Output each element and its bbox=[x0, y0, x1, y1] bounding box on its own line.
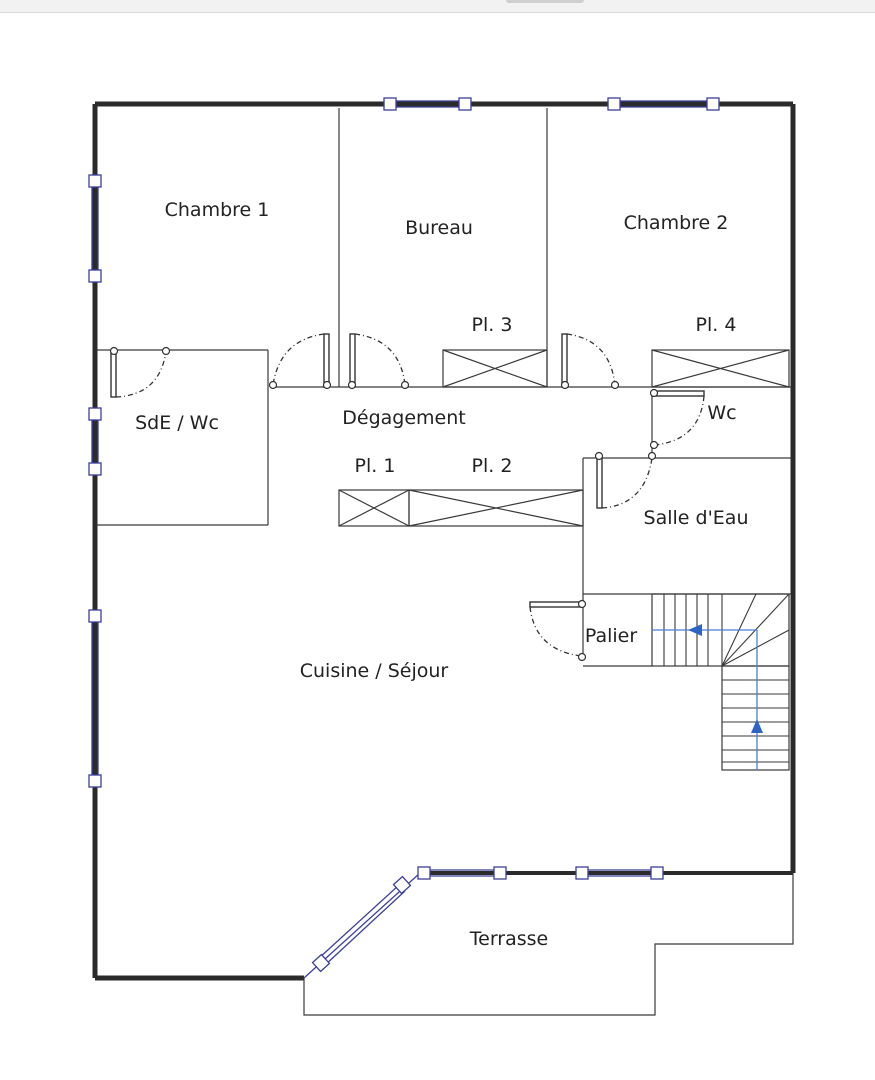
terrace-outline bbox=[303, 873, 794, 1016]
closet-pl1 bbox=[338, 489, 410, 527]
label-terrasse: Terrasse bbox=[469, 928, 549, 950]
closet-pl2 bbox=[408, 489, 584, 527]
closet-pl1-cross-b bbox=[338, 489, 410, 527]
door-chambre2 bbox=[560, 333, 620, 390]
window-west-sde bbox=[88, 407, 102, 476]
window-diagonal-sejour bbox=[303, 872, 421, 979]
label-wc: Wc bbox=[707, 402, 736, 424]
label-pl3: Pl. 3 bbox=[472, 314, 513, 336]
closet-pl4 bbox=[651, 349, 790, 388]
closet-pl3-box bbox=[442, 349, 548, 388]
closet-pl2-cross-b bbox=[408, 489, 584, 527]
stair-arrow-up-icon bbox=[751, 719, 763, 733]
label-pl2: Pl. 2 bbox=[472, 455, 513, 477]
closet-pl2-box bbox=[408, 489, 584, 527]
label-chambre-2: Chambre 2 bbox=[624, 212, 729, 234]
closet-pl3-cross-b bbox=[442, 349, 548, 388]
window-north-chambre2 bbox=[607, 97, 720, 111]
label-cuisine-sejour: Cuisine / Séjour bbox=[300, 660, 449, 682]
stair-arrow-left-icon bbox=[688, 624, 702, 636]
room-labels: Chambre 1 Bureau Chambre 2 Pl. 3 Pl. 4 S… bbox=[135, 199, 748, 950]
label-chambre-1: Chambre 1 bbox=[165, 199, 270, 221]
stair-treads-vertical bbox=[722, 679, 789, 763]
stair-direction-arrow bbox=[652, 624, 763, 770]
viewer-tab-handle[interactable] bbox=[506, 0, 584, 3]
door-palier bbox=[529, 599, 587, 662]
label-salle-eau: Salle d'Eau bbox=[644, 507, 749, 529]
viewer-top-bar bbox=[0, 0, 875, 13]
exterior-walls bbox=[92, 101, 796, 981]
closet-pl4-box bbox=[651, 349, 790, 388]
window-west-chambre1 bbox=[88, 174, 102, 283]
stair-lower-run bbox=[721, 665, 790, 771]
label-pl1: Pl. 1 bbox=[355, 455, 396, 477]
label-sde-wc: SdE / Wc bbox=[135, 412, 219, 434]
window-south-sejour bbox=[417, 866, 664, 880]
door-salle-eau bbox=[594, 451, 657, 509]
window-west-sejour bbox=[88, 609, 102, 788]
window-north-bureau bbox=[383, 97, 472, 111]
door-sde-wc bbox=[109, 346, 171, 398]
door-chambre1 bbox=[268, 333, 332, 390]
closet-pl3 bbox=[442, 349, 548, 388]
label-pl4: Pl. 4 bbox=[696, 314, 737, 336]
label-palier: Palier bbox=[585, 625, 637, 647]
staircase bbox=[651, 593, 790, 771]
label-degagement: Dégagement bbox=[342, 407, 465, 429]
closet-pl4-cross-b bbox=[651, 349, 790, 388]
door-bureau bbox=[347, 333, 410, 390]
door-wc bbox=[649, 388, 705, 450]
label-bureau: Bureau bbox=[405, 217, 473, 239]
